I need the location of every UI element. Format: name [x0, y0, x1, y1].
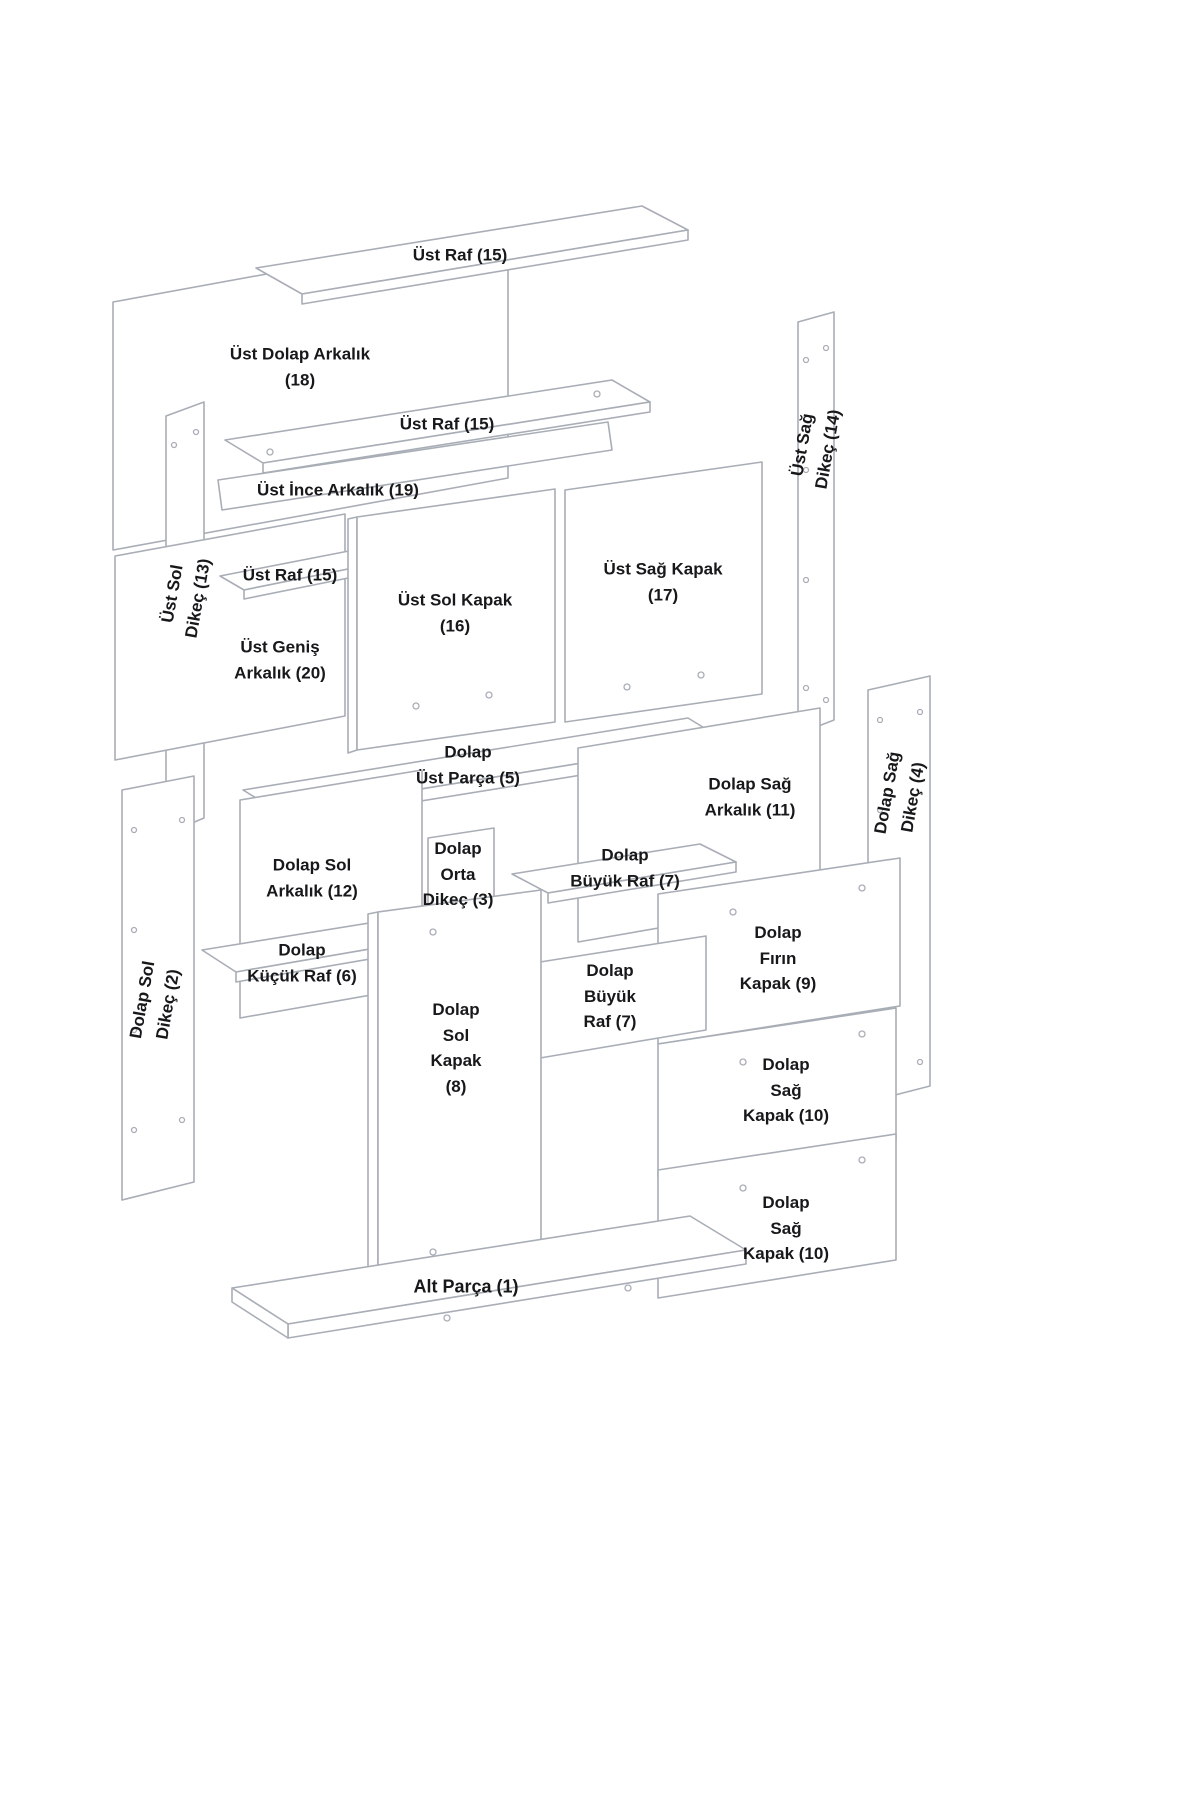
- panel-ust-genis-arkalik-20: [114, 513, 346, 761]
- panel-ust-sag-dikec-14: [797, 311, 835, 735]
- panel-ust-raf-15-top: [255, 205, 689, 305]
- panel-dolap-sol-kapak-8: [367, 889, 542, 1296]
- panel-ust-sag-kapak-17: [564, 461, 763, 723]
- panel-dolap-buyuk-raf-7a: [511, 843, 737, 904]
- panel-ust-sol-kapak-16: [347, 488, 556, 754]
- panel-ust-ince-arkalik-19: [217, 421, 613, 511]
- panel-alt-parca-1: [231, 1215, 747, 1339]
- panel-dolap-sol-dikec-2: [121, 775, 195, 1201]
- panel-ust-raf-15-mid: [224, 379, 651, 474]
